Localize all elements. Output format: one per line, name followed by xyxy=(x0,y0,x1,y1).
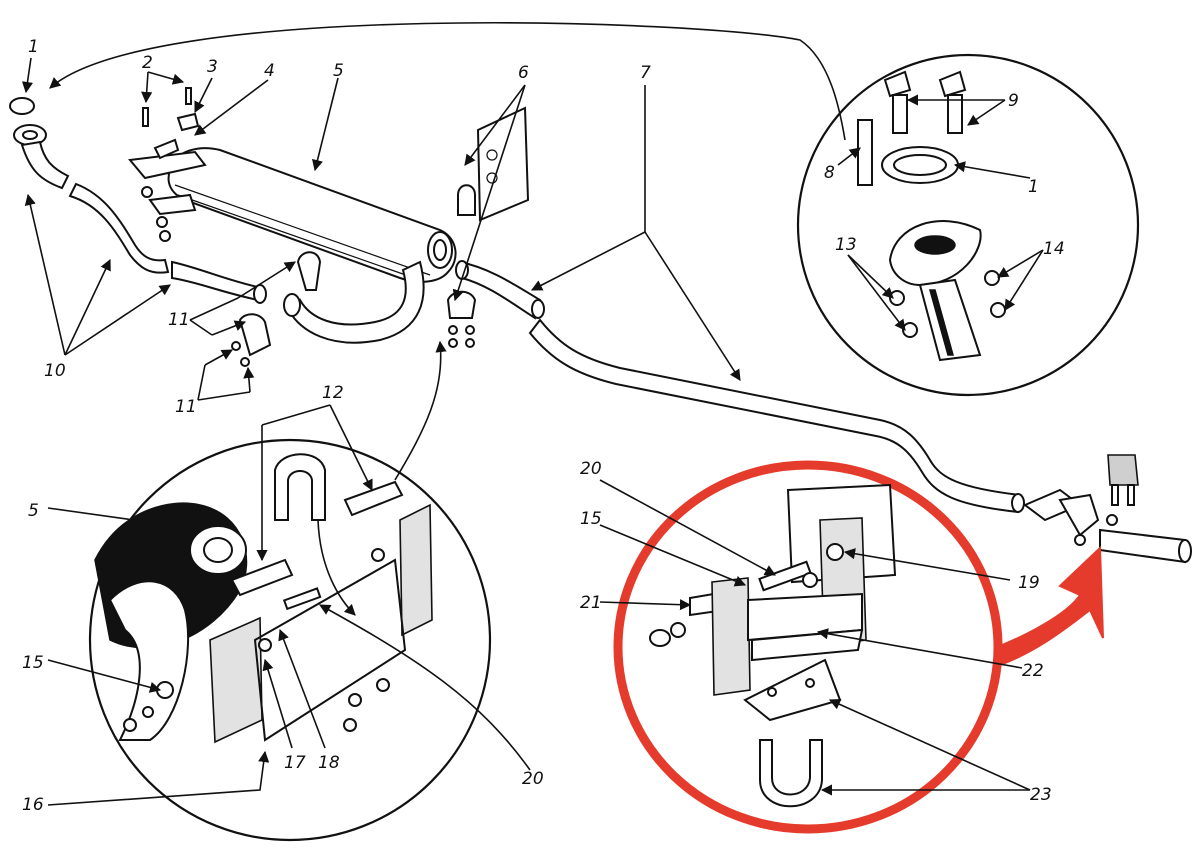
callout-23: 23 xyxy=(1030,785,1052,805)
callout-20-red: 20 xyxy=(580,459,602,479)
callout-5-top: 5 xyxy=(333,61,344,81)
callout-11-top: 11 xyxy=(168,310,190,330)
front-pipe xyxy=(9,97,267,304)
callout-3: 3 xyxy=(207,57,218,77)
callout-14: 14 xyxy=(1043,239,1065,259)
intermediate-pipe xyxy=(455,260,1025,514)
callout-17: 17 xyxy=(284,753,306,773)
leader-lines xyxy=(21,57,1044,806)
callout-8: 8 xyxy=(824,163,835,183)
callout-9: 9 xyxy=(1008,91,1019,111)
hanger-bracket-6 xyxy=(446,106,530,348)
callout-6: 6 xyxy=(518,63,529,83)
callout-16: 16 xyxy=(22,795,44,815)
callout-20-bottom: 20 xyxy=(522,769,544,789)
muffler xyxy=(128,87,457,344)
callout-15-left: 15 xyxy=(22,653,44,673)
callout-2: 2 xyxy=(142,53,153,73)
callout-4: 4 xyxy=(264,61,275,81)
callout-19: 19 xyxy=(1018,573,1040,593)
callout-22: 22 xyxy=(1022,661,1044,681)
detail-circle-flange xyxy=(796,53,1140,397)
highlight-circle-bracket xyxy=(613,460,1003,834)
callout-5-bottom: 5 xyxy=(28,501,39,521)
tail-pipe-end xyxy=(1023,454,1192,564)
callout-11-bottom: 11 xyxy=(175,397,197,417)
callout-18: 18 xyxy=(318,753,340,773)
connector-arc-top xyxy=(49,22,846,141)
callout-12: 12 xyxy=(322,383,344,403)
callout-7: 7 xyxy=(640,63,651,83)
u-clamp-front xyxy=(231,251,322,367)
callout-15-red: 15 xyxy=(580,509,602,529)
callout-labels: 1 2 3 4 5 6 7 9 8 1 13 14 11 10 11 12 20… xyxy=(22,37,1065,815)
callout-1-right: 1 xyxy=(1028,177,1039,197)
connector-arc-middle xyxy=(394,340,447,481)
callout-13: 13 xyxy=(835,235,857,255)
callout-10: 10 xyxy=(44,361,66,381)
detail-circle-hanger xyxy=(88,438,492,842)
callout-1-top-left: 1 xyxy=(28,37,39,57)
highlight-arrow xyxy=(993,545,1104,667)
callout-21: 21 xyxy=(580,593,602,613)
